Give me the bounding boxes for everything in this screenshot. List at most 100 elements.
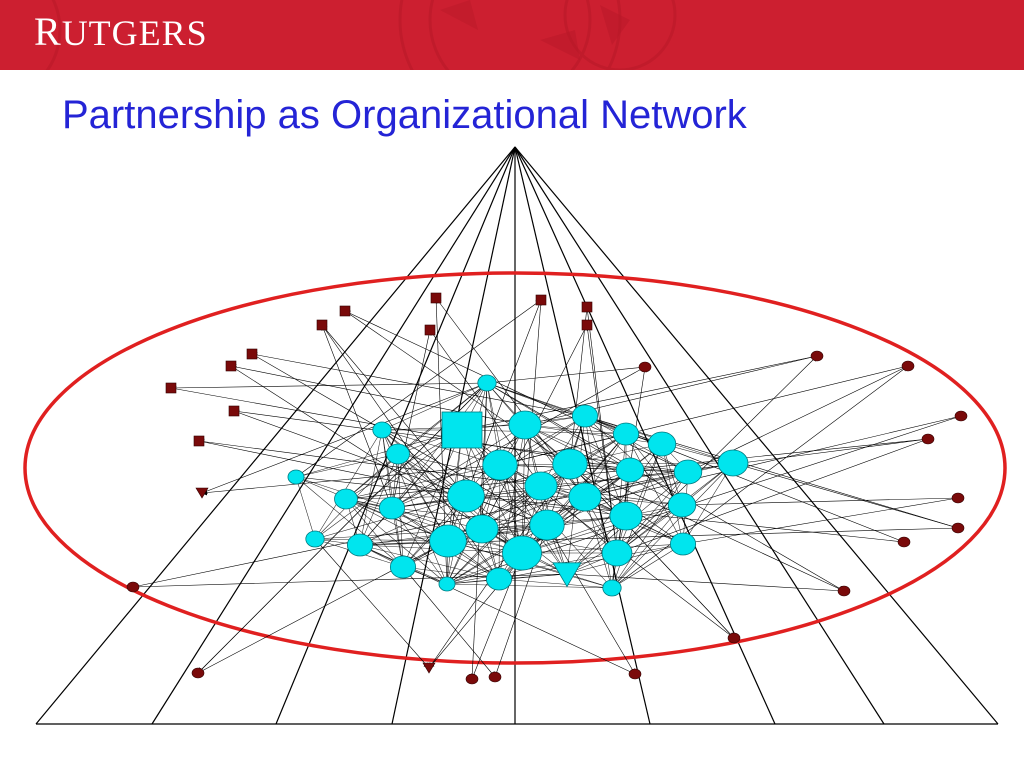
circle-node-icon [485,567,513,591]
network-edge [391,507,548,526]
network-edge [611,365,909,589]
network-edge [616,437,929,554]
rutgers-logo[interactable]: RUTGERS [34,12,208,54]
network-edge [566,573,845,594]
network-edge [295,476,316,540]
network-edge [402,566,500,580]
circle-node-icon [951,492,965,504]
circle-node-icon [628,668,642,680]
circle-node-icon [191,667,205,679]
network-edge [616,443,663,554]
network-edge [446,424,526,585]
network-edge [344,310,689,473]
circle-node-icon [615,457,645,483]
network-edge [616,471,689,554]
circle-node-icon [673,459,703,485]
circle-node-icon [378,496,406,520]
circle-node-icon [901,360,915,372]
network-edge [391,464,501,509]
network-edge [402,566,496,678]
network-edge [397,453,542,487]
circle-node-icon [305,530,325,548]
circle-node-icon [638,361,652,373]
circle-node-icon [552,448,588,480]
network-edge [732,462,959,530]
square-node-icon [424,324,436,336]
network-edge [446,583,613,589]
network-edge [461,429,523,554]
network-edge [465,415,586,497]
circle-node-icon [954,410,968,422]
circle-node-icon [346,533,374,557]
network-edge [461,429,627,435]
circle-node-icon [568,482,602,512]
network-edge [584,415,689,473]
network-edge [446,552,618,585]
network-edge [611,543,684,589]
circle-node-icon [126,581,140,593]
circle-node-icon [602,579,622,597]
network-edge [682,495,959,545]
perspective-line [514,146,651,725]
network-edge [251,353,548,526]
network-edge [381,382,488,431]
network-edge [345,498,448,585]
network-edge [314,538,449,542]
square-node-icon [193,435,205,447]
network-edge [321,324,467,497]
network-edge [345,498,404,568]
network-edge [359,429,463,546]
network-edge [446,524,548,585]
network-edge [498,543,684,580]
circle-node-icon [612,422,640,446]
network-edge [486,364,646,384]
partnership-boundary [23,271,1007,665]
network-edge [345,464,501,500]
circle-node-icon [609,501,643,531]
square-node-icon [316,319,328,331]
circle-node-icon [502,535,542,571]
circle-node-icon [508,410,542,440]
network-edge [524,424,663,445]
circle-node-icon [524,471,558,501]
network-edge [682,462,734,545]
network-edge [345,498,483,530]
network-edge [461,429,568,575]
network-edge [584,496,613,589]
network-edge [381,429,467,497]
circle-node-icon [482,449,518,481]
network-edge [320,324,393,509]
circle-node-icon [447,479,485,513]
circle-node-icon [465,673,479,685]
seal-watermark [45,0,677,70]
network-edge [201,464,501,496]
network-edge [486,382,627,435]
circle-node-icon [287,469,305,485]
network-edge [611,462,734,589]
network-edge [295,453,399,478]
network-edge [499,464,627,517]
perspective-line [35,146,516,725]
network-nodes [126,292,968,685]
network-edge [465,495,627,517]
triangle-node-icon [195,487,209,499]
square-node-icon [430,292,442,304]
network-edge [345,498,500,580]
square-node-icon [535,294,547,306]
square-node-icon [581,301,593,313]
network-edge [498,578,613,589]
circle-node-icon [921,433,935,445]
square-node-icon [228,405,240,417]
network-edge [681,495,959,506]
square-node-icon [246,348,258,360]
network-edge [170,385,631,471]
circle-node-icon [727,632,741,644]
square-node-icon [165,382,177,394]
network-edge [481,382,488,530]
network-edge [611,471,689,589]
perspective-line [514,146,999,725]
circle-node-icon [389,555,417,579]
network-edge [569,306,590,465]
network-edge [345,495,467,500]
